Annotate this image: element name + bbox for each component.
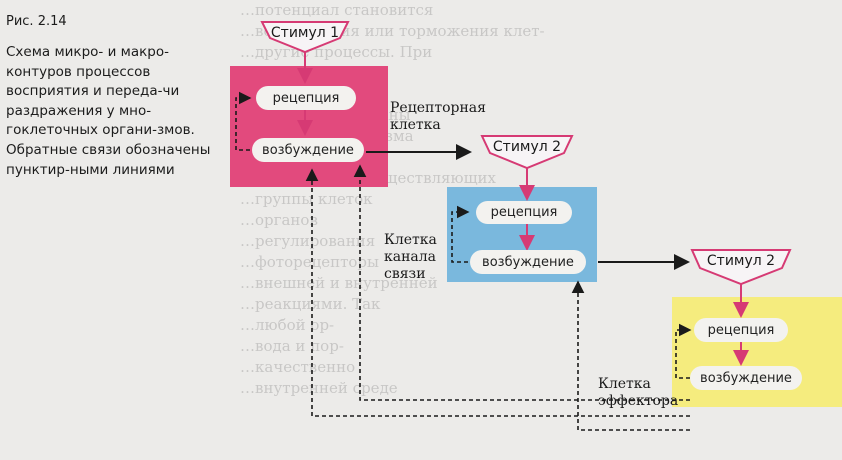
stimulus-2a-label: Стимул 2 [493,139,561,155]
background-text-line: …регулирования [240,232,376,250]
background-text-line: …фоторецепторы [240,253,379,271]
background-text-line: …внешней и внутренней [240,274,438,292]
stimulus-1-label: Стимул 1 [271,25,339,41]
reception-node-2: рецепция [476,201,572,224]
background-text-line: …вода и пор- [240,337,344,355]
background-text-line: …группы клеток [240,190,373,208]
excitation-node-1: возбуждение [252,138,364,162]
background-text-line: …любой ор- [240,316,335,334]
stimulus-1-shape [260,21,350,54]
stimulus-2a-shape [480,135,574,170]
reception-node-3: рецепция [694,318,788,342]
receptor-cell-label: Рецепторная клетка [390,100,486,133]
background-text-line: …потенциал становится [240,1,434,19]
background-text-line: …внутренней среде [240,379,398,397]
background-text-line: …реакциями. Так [240,295,381,313]
stimulus-2b-label: Стимул 2 [707,253,775,269]
channel-cell-label: Клетка канала связи [384,232,437,282]
excitation-node-2: возбуждение [470,250,586,274]
effector-cell-label: Клетка эффектора [598,376,679,409]
figure-number: Рис. 2.14 [6,14,67,29]
reception-node-1: рецепция [256,86,356,110]
stimulus-2b-shape [690,249,792,286]
figure-caption: Рис. 2.14 Схема микро- и макро-контуров … [6,14,226,180]
excitation-node-3: возбуждение [690,366,802,390]
background-text-line: …качественно [240,358,356,376]
figure-description: Схема микро- и макро-контуров процессов … [6,44,211,178]
background-text-line: …органов [240,211,318,229]
background-text-line: …другие процессы. При [240,43,433,61]
